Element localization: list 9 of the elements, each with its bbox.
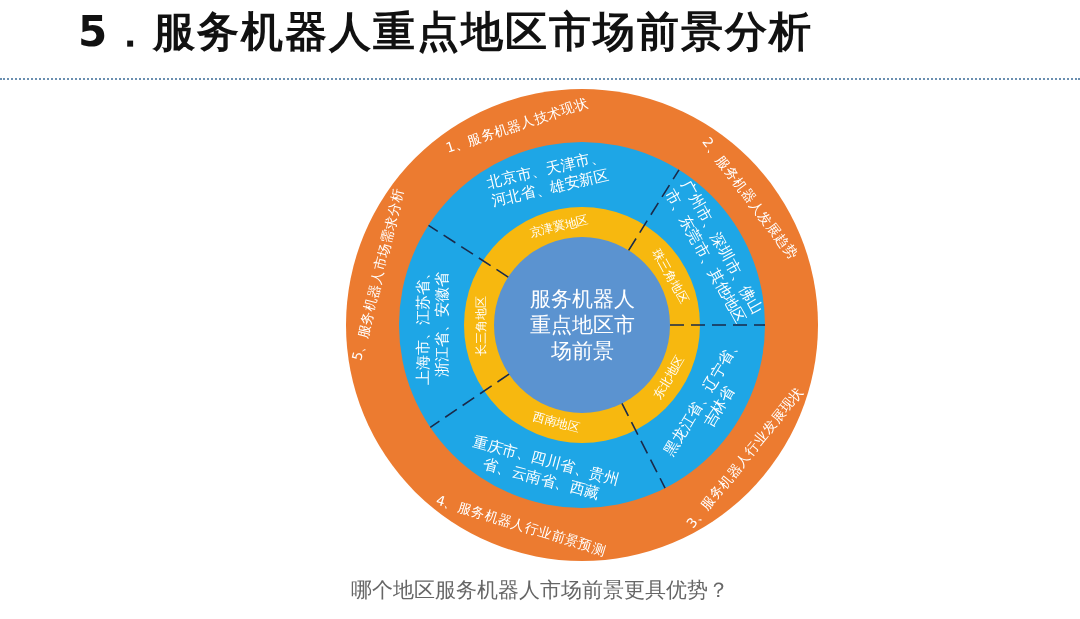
province-label: 北京市、天津市、河北省、雄安新区 — [481, 145, 615, 212]
section-label: 5、服务机器人市场需求分析 — [342, 160, 415, 388]
province-label: 上海市、江苏省、浙江省、安徽省 — [413, 262, 451, 388]
region-label: 京津冀地区 — [513, 209, 605, 244]
region-label: 长三角地区 — [473, 280, 489, 370]
center-label: 服务机器人重点地区市场前景 — [527, 285, 637, 365]
region-label: 西南地区 — [510, 403, 602, 442]
title: 5．服务机器人重点地区市场前景分析 — [78, 6, 814, 58]
caption: 哪个地区服务机器人市场前景更具优势？ — [350, 577, 730, 604]
